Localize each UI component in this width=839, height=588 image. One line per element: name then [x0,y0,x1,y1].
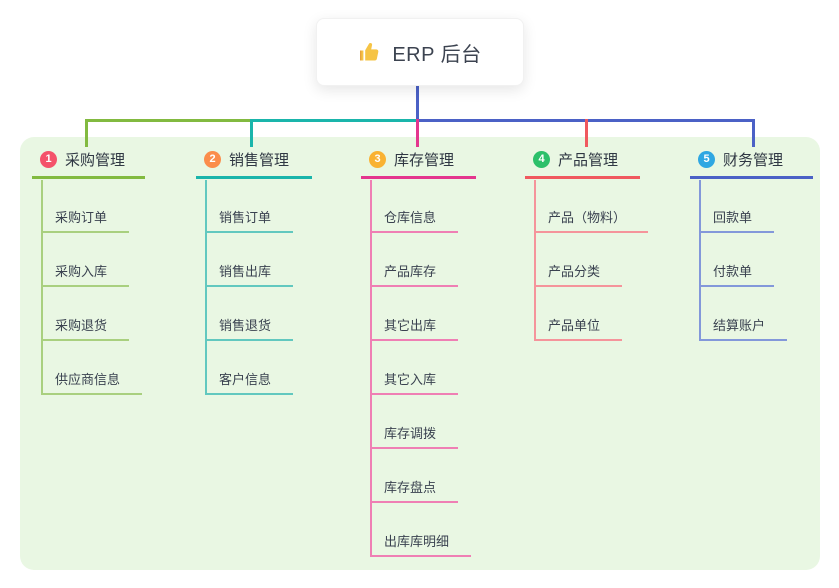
branch-label: 采购管理 [65,152,126,169]
branch-inventory-management: 3 库存管理 仓库信息产品库存其它出库其它入库库存调拨库存盘点出库库明细 [361,149,476,557]
branch-number-badge: 1 [40,151,57,168]
child-node[interactable]: 采购订单 [41,207,130,233]
branch-header[interactable]: 4 产品管理 [525,149,640,179]
branch-sales-management: 2 销售管理 销售订单销售出库销售退货客户信息 [196,149,312,395]
child-node[interactable]: 产品（物料） [534,207,649,233]
connector-drop-branch-1 [85,119,88,147]
child-node[interactable]: 销售退货 [205,315,294,341]
branch-purchase-management: 1 采购管理 采购订单采购入库采购退货供应商信息 [32,149,145,395]
connector-root-drop [416,84,419,120]
branch-trunk-line [370,180,372,556]
connector-drop-branch-3 [416,119,419,147]
connector-drop-branch-4 [585,119,588,147]
branch-trunk-line [534,180,536,340]
connector-bus-left [85,119,250,122]
branch-header[interactable]: 5 财务管理 [690,149,813,179]
child-node[interactable]: 销售出库 [205,261,294,287]
child-node[interactable]: 产品库存 [370,261,459,287]
child-node[interactable]: 采购退货 [41,315,130,341]
child-node[interactable]: 销售订单 [205,207,294,233]
branch-label: 销售管理 [229,152,290,169]
branch-label: 产品管理 [558,152,619,169]
branch-children: 回款单付款单结算账户 [699,179,813,341]
child-node[interactable]: 库存调拨 [370,423,459,449]
child-node[interactable]: 产品单位 [534,315,623,341]
child-node[interactable]: 仓库信息 [370,207,459,233]
thumbs-up-icon [358,40,382,64]
branch-label: 库存管理 [394,152,455,169]
child-node[interactable]: 客户信息 [205,369,294,395]
branch-children: 采购订单采购入库采购退货供应商信息 [41,179,145,395]
child-node[interactable]: 出库库明细 [370,531,472,557]
branch-number-badge: 4 [533,151,550,168]
child-node[interactable]: 供应商信息 [41,369,143,395]
connector-drop-branch-2 [250,119,253,147]
child-node[interactable]: 结算账户 [699,315,788,341]
branch-trunk-line [41,180,43,394]
child-node[interactable]: 付款单 [699,261,775,287]
connector-drop-branch-5 [752,119,755,147]
branch-header[interactable]: 2 销售管理 [196,149,312,179]
branch-children: 销售订单销售出库销售退货客户信息 [205,179,312,395]
child-node[interactable]: 回款单 [699,207,775,233]
branch-number-badge: 3 [369,151,386,168]
root-label: ERP 后台 [392,43,482,66]
branch-panel [20,137,820,570]
branch-label: 财务管理 [723,152,784,169]
branch-finance-management: 5 财务管理 回款单付款单结算账户 [690,149,813,341]
child-node[interactable]: 其它入库 [370,369,459,395]
branch-trunk-line [205,180,207,394]
branch-children: 产品（物料） 产品分类产品单位 [534,179,649,341]
child-node[interactable]: 其它出库 [370,315,459,341]
branch-children: 仓库信息产品库存其它出库其它入库库存调拨库存盘点出库库明细 [370,179,476,557]
branch-header[interactable]: 3 库存管理 [361,149,476,179]
branch-number-badge: 5 [698,151,715,168]
child-node[interactable]: 采购入库 [41,261,130,287]
root-node[interactable]: ERP 后台 [316,18,524,86]
child-node[interactable]: 产品分类 [534,261,623,287]
branch-header[interactable]: 1 采购管理 [32,149,145,179]
branch-trunk-line [699,180,701,340]
branch-product-management: 4 产品管理 产品（物料） 产品分类产品单位 [525,149,649,341]
child-node[interactable]: 库存盘点 [370,477,459,503]
branch-number-badge: 2 [204,151,221,168]
connector-bus-middle [250,119,416,122]
